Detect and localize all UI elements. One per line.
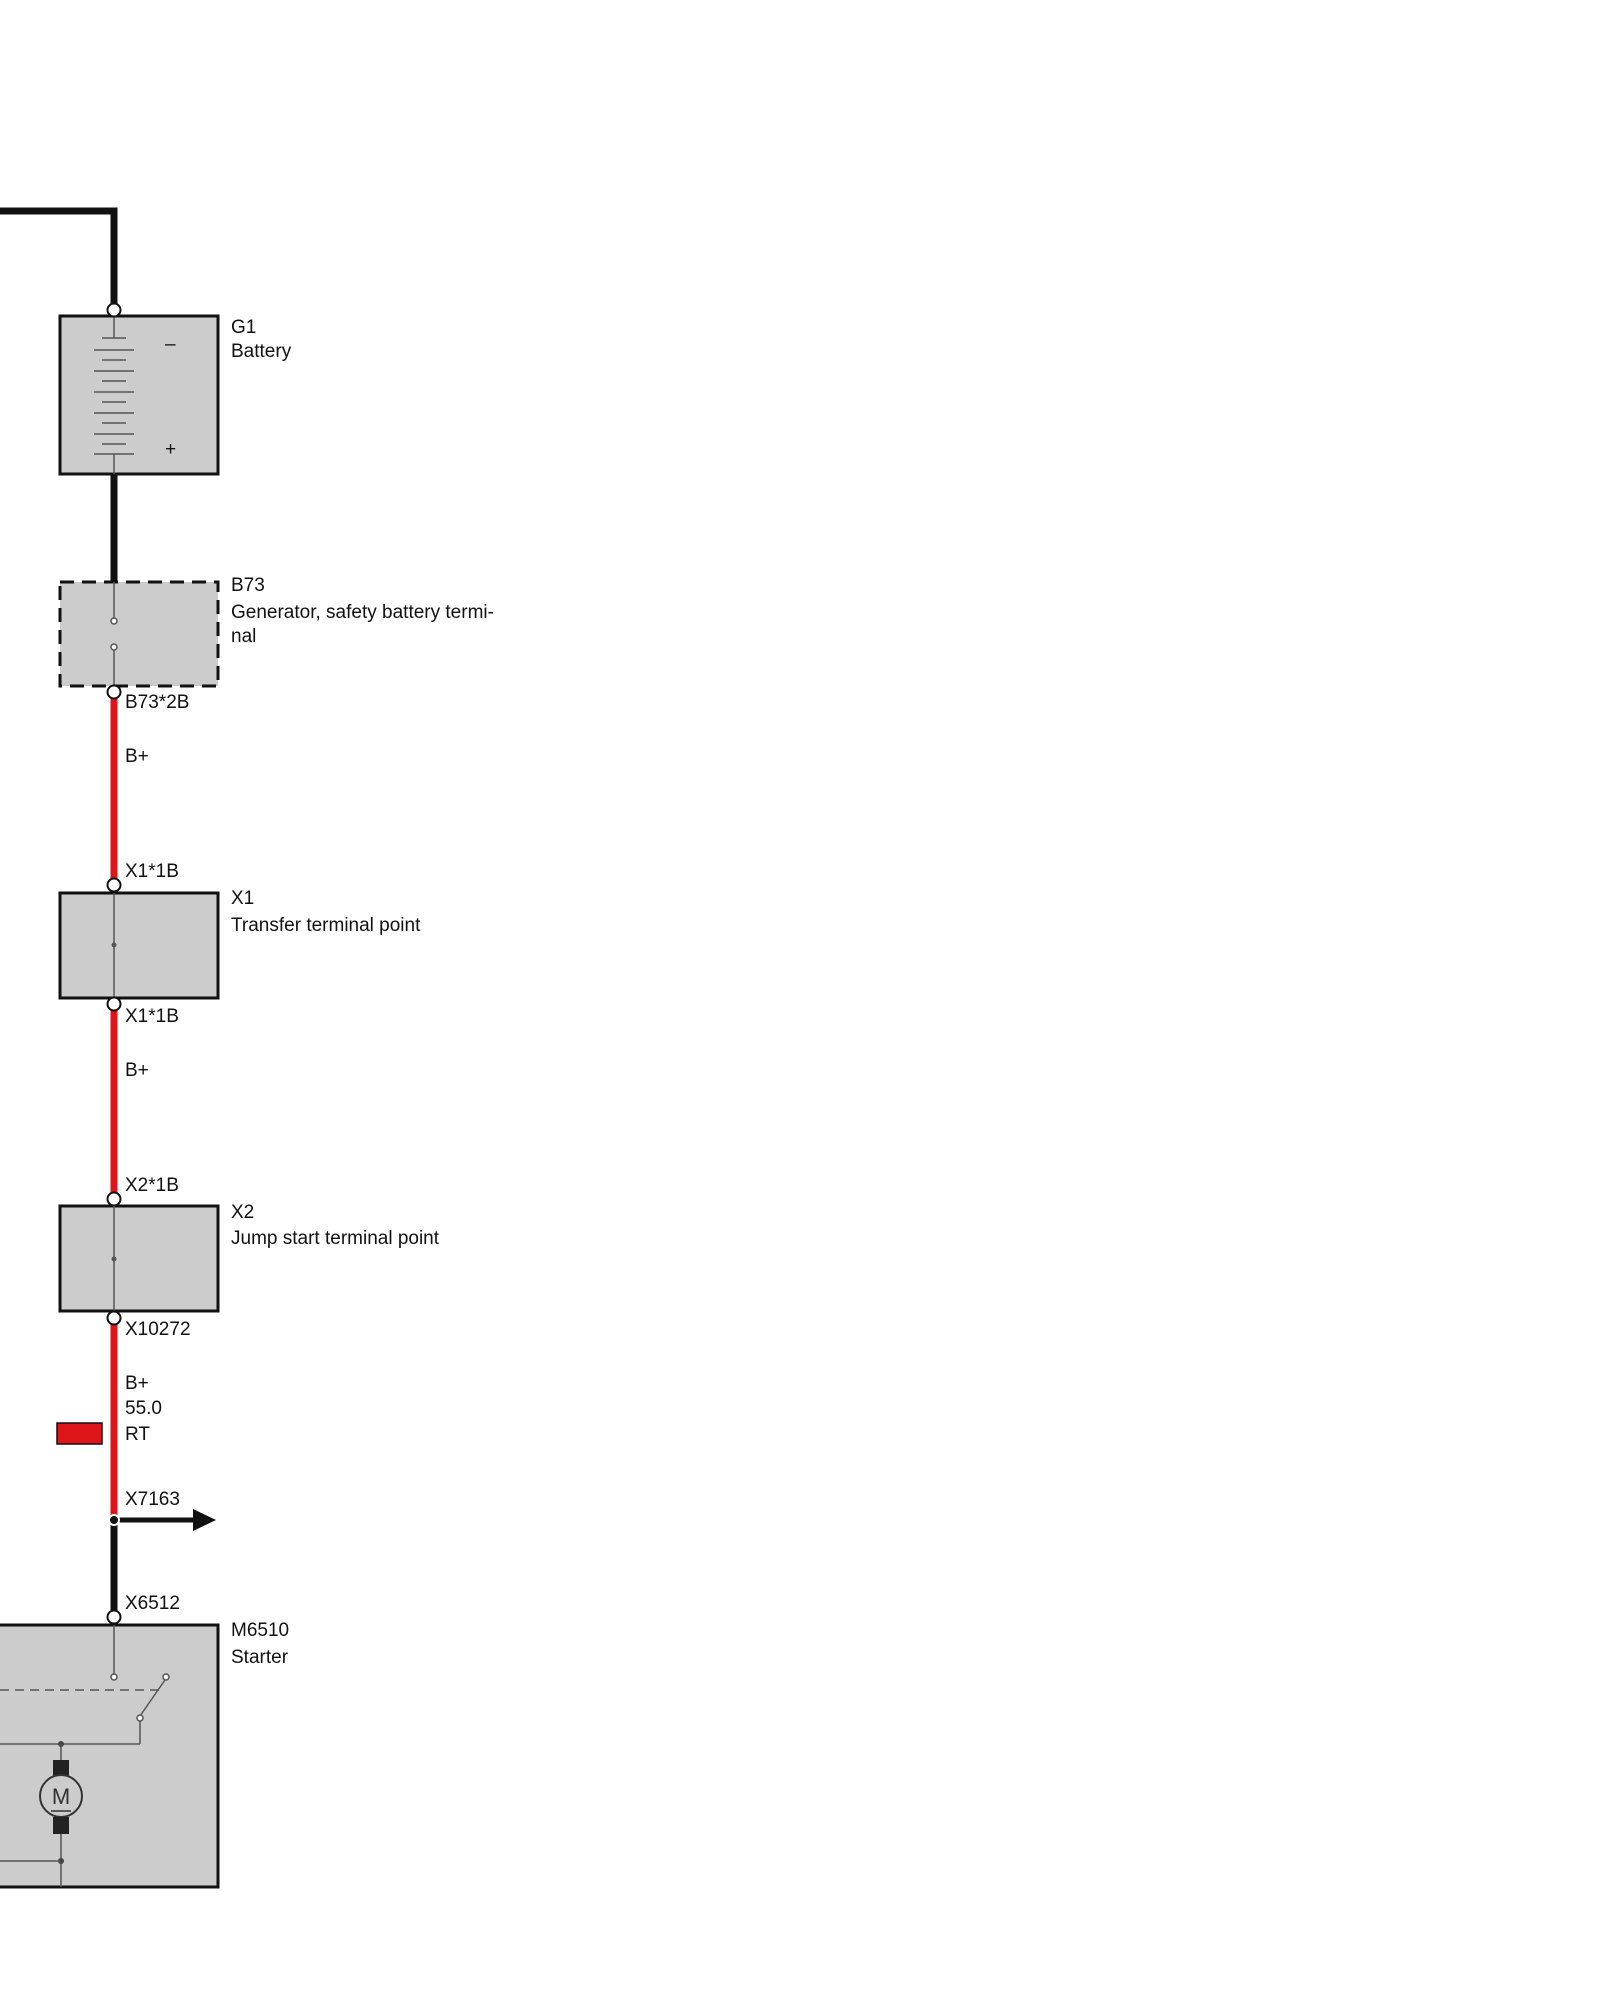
pin-x6512 xyxy=(106,1609,122,1625)
starter-switch-contact xyxy=(110,1673,118,1681)
connector-x10272: X10272 xyxy=(125,1319,191,1340)
motor-symbol: M xyxy=(52,1784,70,1809)
battery-g1: – + G1 Battery xyxy=(58,302,292,476)
battery-minus-sign: – xyxy=(165,334,176,355)
b73-name-line2: nal xyxy=(231,626,256,647)
x2-junction-dot xyxy=(111,1256,117,1262)
wire-color-swatch xyxy=(56,1422,103,1445)
connector-x7163: X7163 xyxy=(125,1489,180,1510)
pin-x1-1b-out xyxy=(106,996,122,1012)
connector-x1-1b-in: X1*1B xyxy=(125,861,179,882)
wire-2-signal: B+ xyxy=(125,1060,149,1081)
jump-start-terminal-x2: X2 Jump start terminal point xyxy=(58,1202,440,1313)
connector-x1-1b-out: X1*1B xyxy=(125,1006,179,1027)
wire-3-color-code: RT xyxy=(125,1424,150,1445)
x2-box xyxy=(58,1204,220,1313)
starter-name: Starter xyxy=(231,1647,289,1668)
battery-terminal-minus xyxy=(106,302,122,318)
connector-x2-1b: X2*1B xyxy=(125,1175,179,1196)
b73-name-line1: Generator, safety battery termi- xyxy=(231,602,494,623)
b73-dashed-box xyxy=(58,580,220,688)
x1-box xyxy=(58,891,220,1000)
battery-box xyxy=(58,314,220,476)
x2-id: X2 xyxy=(231,1202,254,1223)
ground-wire-top xyxy=(0,207,118,309)
battery-plus-sign: + xyxy=(165,439,176,460)
x1-id: X1 xyxy=(231,888,254,909)
pin-x1-1b-in xyxy=(106,877,122,893)
x1-junction-dot xyxy=(111,942,117,948)
connector-b73-2b: B73*2B xyxy=(125,692,189,713)
starter-id: M6510 xyxy=(231,1620,289,1641)
starter-m6510: M M6510 Starter xyxy=(0,1620,289,1889)
battery-name: Battery xyxy=(231,341,292,362)
transfer-terminal-x1: X1 Transfer terminal point xyxy=(58,888,421,1000)
battery-id: G1 xyxy=(231,317,256,338)
starter-box xyxy=(0,1623,220,1889)
pin-x2-1b xyxy=(106,1191,122,1207)
wire-1-signal: B+ xyxy=(125,746,149,767)
connector-x6512: X6512 xyxy=(125,1593,180,1614)
motor-brush-top xyxy=(53,1760,69,1778)
pin-b73-2b xyxy=(106,684,122,700)
wire-3-signal: B+ xyxy=(125,1373,149,1394)
x2-name: Jump start terminal point xyxy=(231,1228,440,1249)
wire-3-cross-section: 55.0 xyxy=(125,1398,162,1419)
junction-x7163 xyxy=(108,1514,120,1526)
branch-arrow-icon xyxy=(193,1509,216,1531)
starter-switch-icon xyxy=(139,1679,166,1717)
b73-contact-icon xyxy=(110,617,118,625)
battery-cells-icon xyxy=(94,316,134,474)
b73-id: B73 xyxy=(231,575,265,596)
pin-x10272 xyxy=(106,1310,122,1326)
x1-name: Transfer terminal point xyxy=(231,915,421,936)
motor-brush-bottom xyxy=(53,1817,69,1834)
safety-battery-terminal-b73: B73 Generator, safety battery termi- nal xyxy=(58,575,494,688)
